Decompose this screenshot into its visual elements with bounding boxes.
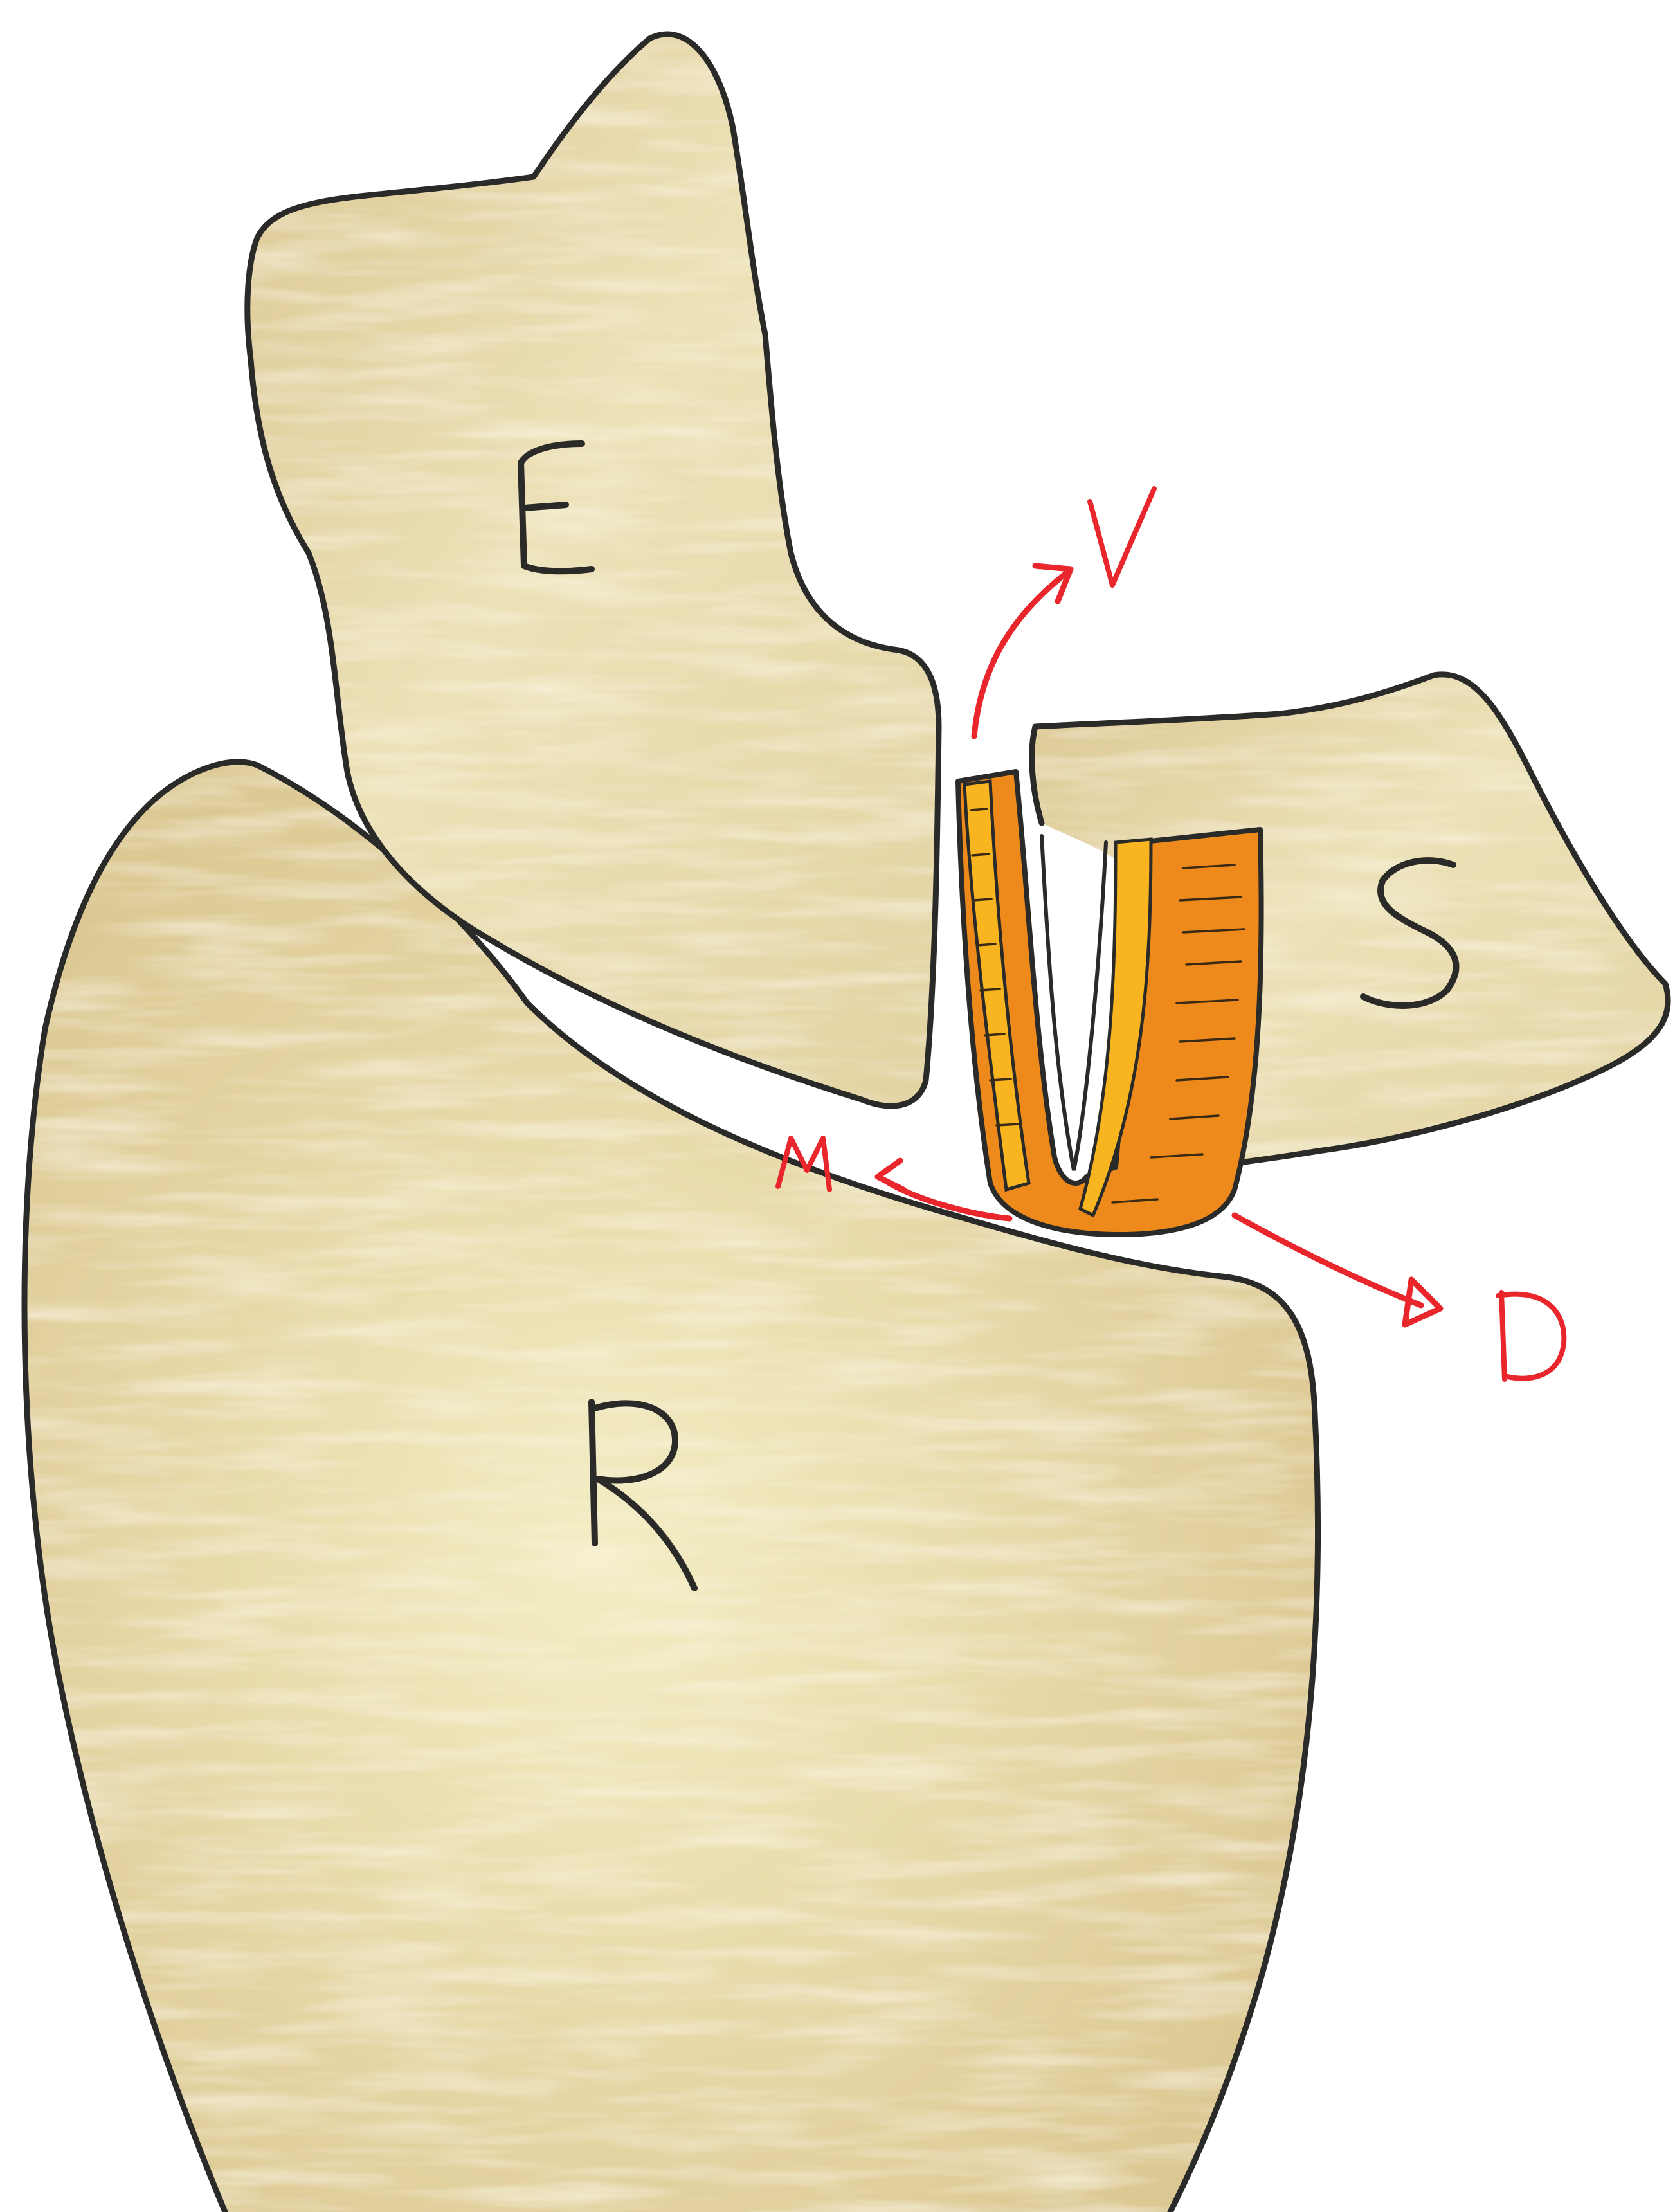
arrow-ventral: V (974, 489, 1154, 736)
arrow-d-head (1405, 1280, 1440, 1325)
label-d (1498, 1292, 1564, 1379)
arrow-v-shaft (974, 572, 1067, 736)
label-v (1090, 489, 1154, 585)
arrow-m-head (878, 1161, 903, 1190)
